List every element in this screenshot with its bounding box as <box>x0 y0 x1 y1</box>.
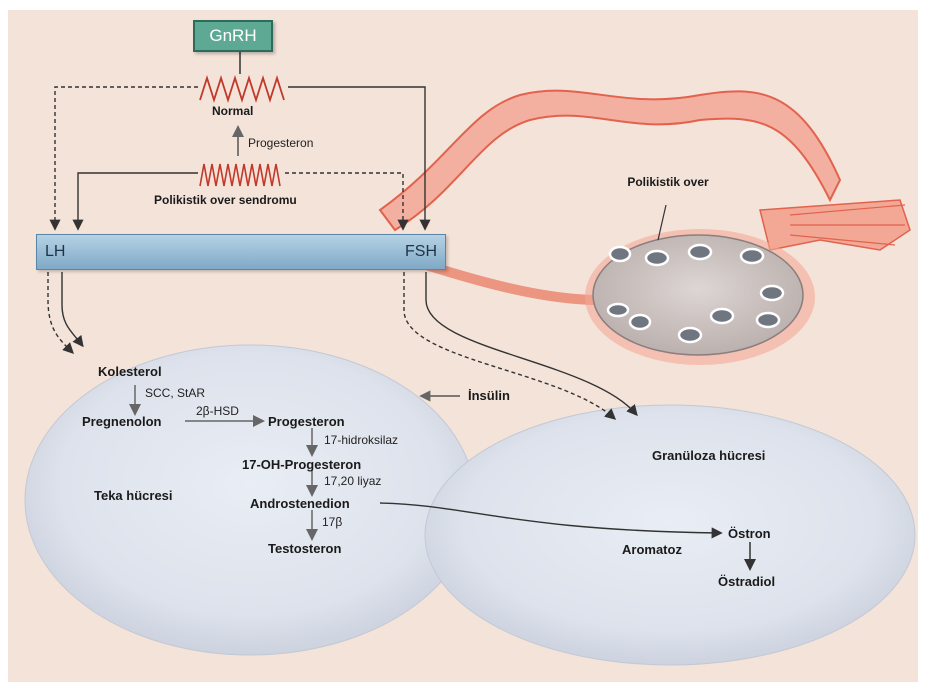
scc-star-label: SCC, StAR <box>145 386 205 400</box>
gnrh-box: GnRH <box>193 20 273 52</box>
oh-progesteron-label: 17-OH-Progesteron <box>242 457 361 472</box>
17beta-label: 17β <box>322 515 342 529</box>
hsd-label: 2β-HSD <box>196 404 239 418</box>
normal-label: Normal <box>212 104 253 118</box>
progesteron-feedback-label: Progesteron <box>248 136 313 150</box>
aromatoz-label: Aromatoz <box>622 542 682 557</box>
granuloza-cell-shape <box>425 405 915 665</box>
granuloza-cell-label: Granüloza hücresi <box>652 448 765 463</box>
hidroksilaz-label: 17-hidroksilaz <box>324 433 398 447</box>
ostradiol-label: Östradiol <box>718 574 775 589</box>
testosteron-label: Testosteron <box>268 541 341 556</box>
pregnenolon-label: Pregnenolon <box>82 414 161 429</box>
liyaz-label: 17,20 liyaz <box>324 474 381 488</box>
ostron-label: Östron <box>728 526 771 541</box>
lh-fsh-bar: LH FSH <box>36 234 446 270</box>
polycystic-ovary-label: Polikistik over <box>623 174 713 190</box>
teka-cell-label: Teka hücresi <box>94 488 173 503</box>
progesteron-label: Progesteron <box>268 414 345 429</box>
kolesterol-label: Kolesterol <box>98 364 162 379</box>
lh-label: LH <box>45 243 65 261</box>
pcos-label: Polikistik over sendromu <box>154 193 297 207</box>
insulin-label: İnsülin <box>468 388 510 403</box>
fsh-label: FSH <box>405 243 437 261</box>
androstenedion-label: Androstenedion <box>250 496 350 511</box>
